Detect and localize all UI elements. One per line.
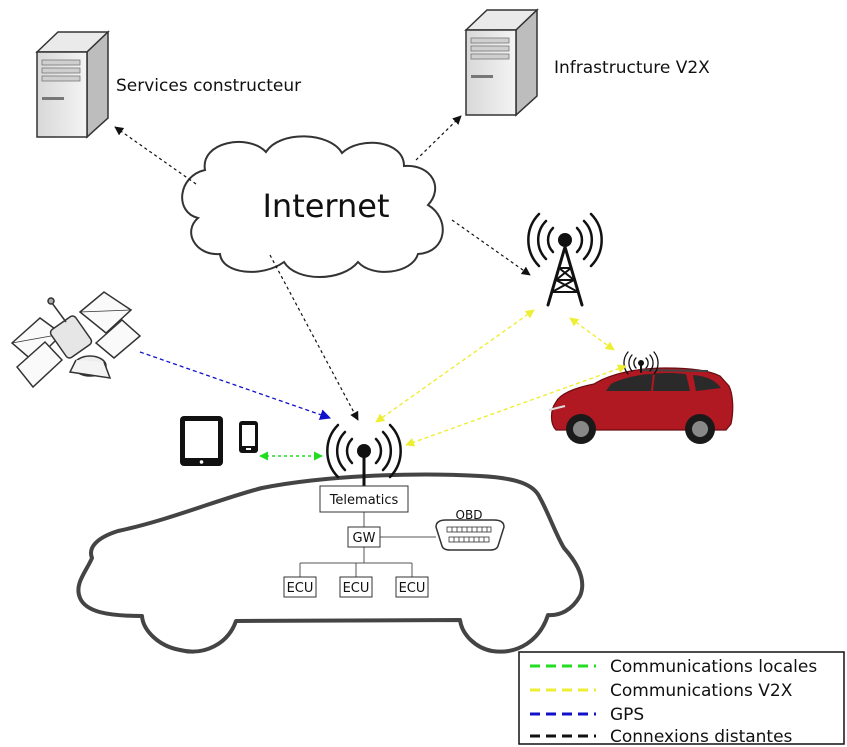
antenna-icon [623, 351, 659, 375]
v2x-link-tower-car [375, 309, 535, 423]
legend-item: GPS [530, 705, 644, 725]
ecu-box: ECU [395, 576, 429, 598]
v2x-link-tower-redcar [569, 317, 615, 351]
internet-label: Internet [262, 187, 389, 225]
ecu-box: ECU [283, 576, 317, 598]
gw-label: GW [353, 531, 376, 546]
remote-link-internet-services [114, 126, 197, 185]
services-constructeur-label: Services constructeur [116, 76, 301, 96]
phone-icon [239, 421, 258, 453]
legend-label: Communications locales [610, 657, 817, 677]
remote-link-internet-car [269, 254, 359, 421]
legend-label: GPS [610, 705, 644, 725]
obd-label: OBD [456, 508, 483, 522]
legend-item: Connexions distantes [530, 727, 793, 747]
legend-label: Communications V2X [610, 681, 793, 701]
ecu-label: ECU [287, 581, 314, 596]
antenna-tower-icon [527, 212, 603, 307]
remote-link-internet-v2x [415, 115, 462, 161]
gps-link [139, 351, 332, 420]
legend-item: Communications locales [530, 657, 817, 677]
server-icon [464, 8, 539, 117]
telematics-box: Telematics [319, 485, 409, 513]
server-icon [35, 30, 110, 139]
legend-label: Connexions distantes [610, 727, 793, 747]
gw-box: GW [347, 526, 381, 548]
infrastructure-v2x-label: Infrastructure V2X [554, 58, 710, 78]
remote-link-internet-tower [451, 219, 531, 276]
satellite-icon [10, 291, 142, 389]
ecu-label: ECU [399, 581, 426, 596]
antenna-icon [326, 423, 402, 488]
ecu-box: ECU [339, 576, 373, 598]
cloud-icon [181, 135, 444, 278]
tablet-icon [180, 416, 223, 466]
obd-connector: OBD [435, 508, 505, 551]
legend: Communications locales Communications V2… [518, 651, 845, 747]
car-icon [76, 472, 585, 654]
v2x-link-car-car [405, 364, 627, 447]
ecu-label: ECU [343, 581, 370, 596]
internal-bus-lines [299, 512, 436, 577]
obd-connector-icon [435, 519, 505, 551]
legend-item: Communications V2X [530, 681, 793, 701]
telematics-label: Telematics [329, 493, 399, 508]
car-icon [548, 367, 734, 444]
